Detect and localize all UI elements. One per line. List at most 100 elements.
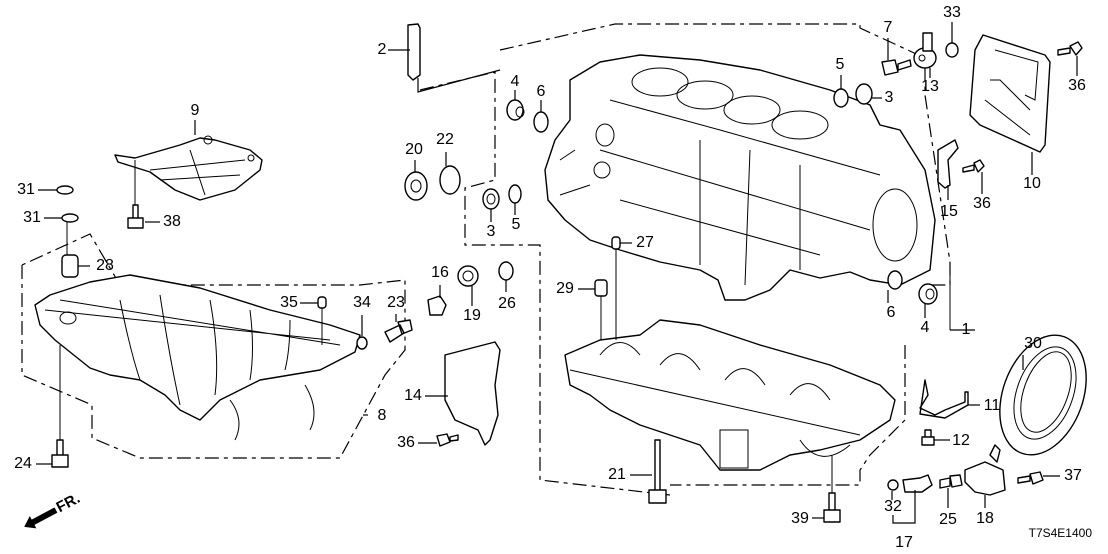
sensor-13-part xyxy=(913,32,937,69)
callout-21[interactable]: 21 xyxy=(608,466,626,483)
callout-2[interactable]: 2 xyxy=(377,41,387,58)
bolt-36c-part xyxy=(436,433,459,447)
bracket-15-part xyxy=(937,139,959,189)
callout-11[interactable]: 11 xyxy=(983,397,1001,414)
callout-20[interactable]: 20 xyxy=(405,141,423,158)
bolt-37-part xyxy=(1017,471,1044,485)
bolt-12-part xyxy=(921,429,935,446)
sensor-cover-18-part xyxy=(964,444,1006,496)
cover-14-part xyxy=(444,341,501,446)
callout-28[interactable]: 28 xyxy=(96,257,114,274)
bolt-39-part xyxy=(823,492,841,523)
knock-sensor-bolt-7-part xyxy=(881,59,912,76)
switch-16-part xyxy=(427,295,447,316)
callout-39[interactable]: 39 xyxy=(791,510,809,527)
callout-7[interactable]: 7 xyxy=(883,19,893,36)
callout-12[interactable]: 12 xyxy=(952,432,970,449)
callout-22[interactable]: 22 xyxy=(436,131,454,148)
callout-38[interactable]: 38 xyxy=(163,213,181,230)
callout-3[interactable]: 3 xyxy=(884,89,894,106)
callout-4[interactable]: 4 xyxy=(920,319,930,336)
callout-6[interactable]: 6 xyxy=(536,83,546,100)
callout-19[interactable]: 19 xyxy=(463,307,481,324)
callout-35[interactable]: 35 xyxy=(280,294,298,311)
washer-22-part xyxy=(439,165,461,195)
callout-10[interactable]: 10 xyxy=(1023,175,1041,192)
callout-8[interactable]: 8 xyxy=(377,407,387,424)
callout-23[interactable]: 23 xyxy=(387,294,405,311)
dowel-35-part xyxy=(317,296,327,309)
washer-26-part xyxy=(498,261,514,281)
callout-25[interactable]: 25 xyxy=(939,511,957,528)
callout-31[interactable]: 31 xyxy=(17,181,35,198)
plug-4-part xyxy=(506,99,525,121)
group-outline-block-left xyxy=(419,71,671,496)
leader-lines xyxy=(36,22,1078,524)
callout-3[interactable]: 3 xyxy=(486,223,496,240)
oil-seal-part xyxy=(999,334,1087,456)
callout-9[interactable]: 9 xyxy=(190,102,200,119)
washer-6-part xyxy=(533,111,549,133)
callout-24[interactable]: 24 xyxy=(14,455,32,472)
callout-36[interactable]: 36 xyxy=(973,195,991,212)
bolt-36b-part xyxy=(962,159,985,173)
washer-33-part xyxy=(945,42,959,58)
callout-18[interactable]: 18 xyxy=(976,510,994,527)
o-ring-32-part xyxy=(887,479,899,491)
callout-16[interactable]: 16 xyxy=(431,264,449,281)
oil-pan-part xyxy=(34,274,361,441)
lower-block-part xyxy=(564,319,896,471)
front-arrow-icon xyxy=(24,507,58,529)
callout-27[interactable]: 27 xyxy=(636,234,654,251)
callout-31[interactable]: 31 xyxy=(23,209,41,226)
washer-5b-part xyxy=(833,88,849,108)
dowel-29-part xyxy=(594,279,608,297)
washer-34-part xyxy=(356,336,368,350)
bracket-11-part xyxy=(919,379,969,419)
bolt-36-part xyxy=(1057,41,1083,56)
callout-14[interactable]: 14 xyxy=(404,387,422,404)
group-outline-cylinder-block xyxy=(499,23,951,286)
callout-1[interactable]: 1 xyxy=(961,321,971,338)
callout-32[interactable]: 32 xyxy=(884,498,902,515)
callout-36[interactable]: 36 xyxy=(397,434,415,451)
plug-20-part xyxy=(404,171,428,201)
plug-3b-part xyxy=(855,83,873,105)
callout-13[interactable]: 13 xyxy=(921,78,939,95)
washer-31a-part xyxy=(56,185,74,195)
callout-37[interactable]: 37 xyxy=(1064,467,1082,484)
callout-4[interactable]: 4 xyxy=(510,73,520,90)
dowel-27-part xyxy=(611,236,621,250)
plug-3-part xyxy=(482,188,500,210)
baffle-plate-part xyxy=(114,135,263,201)
oil-separator-plate-part xyxy=(969,34,1051,153)
callout-6[interactable]: 6 xyxy=(886,304,896,321)
group-outline-lower-block xyxy=(670,345,906,486)
plug-4b-part xyxy=(918,283,938,305)
plug-19-part xyxy=(457,265,479,287)
callout-15[interactable]: 15 xyxy=(940,203,958,220)
bolt-25-part xyxy=(939,474,963,489)
washer-6b-part xyxy=(887,270,903,290)
callout-36[interactable]: 36 xyxy=(1068,77,1086,94)
washer-5-part xyxy=(508,184,522,204)
bolt-21-part xyxy=(648,439,667,504)
callout-5[interactable]: 5 xyxy=(835,56,845,73)
diagram-code: T7S4E1400 xyxy=(1028,526,1092,540)
bolt-38-part xyxy=(127,204,144,229)
callout-34[interactable]: 34 xyxy=(353,294,371,311)
washer-31b-part xyxy=(61,213,79,223)
collar-28-part xyxy=(61,254,79,278)
callout-30[interactable]: 30 xyxy=(1024,335,1042,352)
callout-26[interactable]: 26 xyxy=(498,295,516,312)
drain-bolt-23-part xyxy=(384,319,413,343)
front-direction-indicator: FR. xyxy=(20,490,83,534)
sensor-17-part xyxy=(902,474,933,493)
callout-33[interactable]: 33 xyxy=(943,4,961,21)
callout-29[interactable]: 29 xyxy=(556,280,574,297)
callout-17[interactable]: 17 xyxy=(895,534,913,551)
cylinder-block-part xyxy=(544,54,936,301)
callout-5[interactable]: 5 xyxy=(511,216,521,233)
